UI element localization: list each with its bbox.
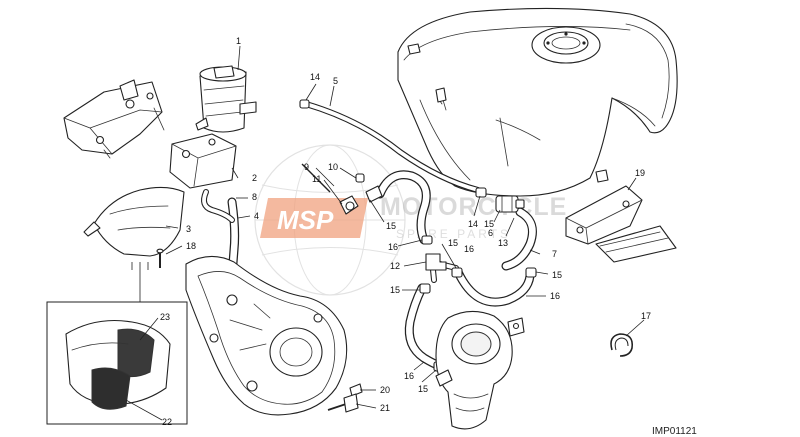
detail-inset: [46, 262, 188, 425]
watermark-logo-badge: [260, 198, 368, 238]
callout-13: 13: [498, 238, 508, 248]
bolt-18: [156, 248, 164, 268]
callout-9: 9: [304, 162, 309, 172]
watermark-logo-text: MSP: [277, 205, 334, 235]
callout-16-b: 16: [550, 291, 560, 301]
hose-8: [201, 189, 235, 223]
callout-14-right: 14: [468, 219, 478, 229]
callout-8: 8: [252, 192, 257, 202]
fitting-assembly: [301, 163, 383, 215]
callout-15-c: 15: [552, 270, 562, 280]
callout-7: 7: [552, 249, 557, 259]
upper-bracket-assembly: [63, 79, 165, 159]
hose-16-lower: [404, 283, 445, 371]
hose-4: [227, 197, 240, 281]
fastener-20: [349, 383, 363, 397]
callout-22: 22: [162, 417, 172, 427]
callout-5: 5: [333, 76, 338, 86]
callout-2: 2: [252, 173, 257, 183]
fuel-tank: [397, 7, 678, 197]
hose-16-right: [453, 267, 535, 307]
callout-3: 3: [186, 224, 191, 234]
callout-4: 4: [254, 211, 259, 221]
callout-10: 10: [328, 162, 338, 172]
vent-valve: [495, 195, 525, 213]
callout-15-b: 15: [448, 238, 458, 248]
callout-16-c: 16: [404, 371, 414, 381]
callout-12: 12: [390, 261, 400, 271]
hose-5: [303, 101, 481, 193]
callout-23: 23: [160, 312, 170, 322]
callout-15-e: 15: [418, 384, 428, 394]
callout-15-a: 15: [386, 221, 396, 231]
callout-11: 11: [312, 174, 321, 184]
t-connector: [425, 253, 447, 271]
engine-side-cover: [185, 255, 348, 416]
side-cover: [83, 186, 185, 257]
callout-18: 18: [186, 241, 196, 251]
hose-7: [501, 207, 537, 271]
fastener-21: [327, 393, 359, 413]
callout-6: 6: [488, 228, 493, 238]
throttle-body: [435, 310, 525, 430]
hose-left-loop: [375, 170, 431, 245]
evap-canister: [195, 65, 257, 133]
watermark-brand-text: MOTORCYCLE: [380, 193, 567, 221]
bracket-19: [565, 185, 677, 263]
callout-14-left: 14: [310, 72, 320, 82]
clip-17: [610, 333, 634, 357]
callout-16-d: 16: [464, 244, 474, 254]
callout-15-f: 15: [484, 219, 494, 229]
callout-17: 17: [641, 311, 651, 321]
callout-19: 19: [635, 168, 645, 178]
callout-15-d: 15: [390, 285, 400, 295]
callout-21: 21: [380, 403, 390, 413]
callout-leaders: [125, 45, 645, 421]
diagram-reference-code: IMP01121: [652, 426, 697, 437]
canister-bracket: [169, 133, 237, 189]
callout-labels: 1 2 3 4 5 6 7 8 9 10 11 12 13 14 14 15 1…: [160, 36, 651, 427]
callout-20: 20: [380, 385, 390, 395]
callout-1: 1: [236, 36, 241, 46]
callout-16-a: 16: [388, 242, 398, 252]
